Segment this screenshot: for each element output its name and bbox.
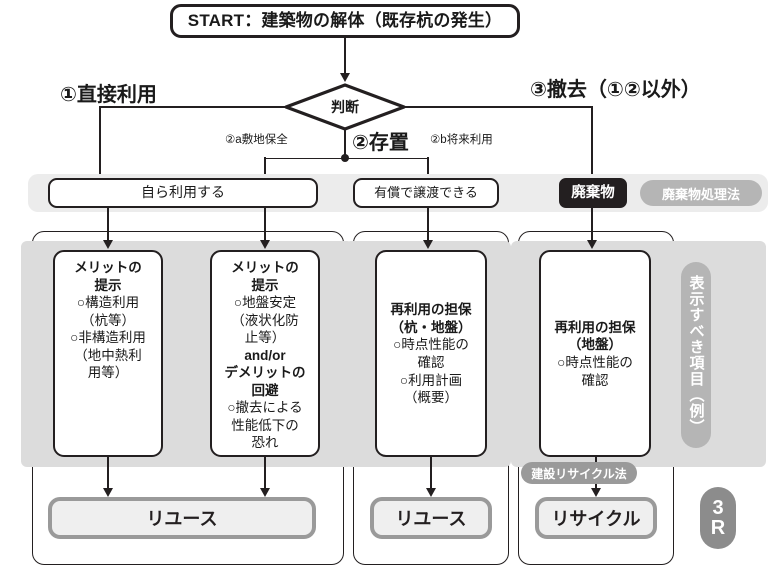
detail-2-line-6: 恐れ	[251, 435, 279, 451]
arrowhead-detail-1	[102, 240, 113, 249]
branch-label-site-preservation: ②a敷地保全	[225, 134, 288, 146]
detail-4-head-2: （地盤）	[568, 337, 622, 353]
connector-decision-right	[404, 106, 592, 108]
start-node: START：建築物の解体（既存杭の発生）	[170, 4, 520, 38]
detail-3-line-2: 確認	[417, 355, 445, 370]
detail-3-head-2: （杭・地盤）	[390, 319, 472, 335]
detail-2-line-2: （液状化防	[231, 312, 299, 328]
detail-2-head-2: 提示	[251, 277, 279, 293]
detail-2-line-3: 止等）	[244, 330, 286, 346]
decision-node: 判断	[283, 83, 407, 131]
detail-2-line-5: 性能低下の	[231, 417, 299, 433]
pill-waste-management-law: 廃棄物処理法	[640, 180, 762, 206]
connector-left-down	[99, 106, 101, 178]
badge-3r-line-1: 3	[712, 496, 724, 519]
connector-junction-right-down	[427, 157, 429, 178]
connector-detail3-to-output	[430, 457, 432, 490]
arrowhead-detail-3	[422, 240, 433, 249]
connector-to-detail-2	[264, 208, 266, 242]
arrowhead-output-1a	[102, 488, 113, 497]
connector-junction-split	[264, 157, 428, 160]
detail-2-head-1: メリットの	[231, 260, 299, 275]
decision-label: 判断	[331, 99, 359, 115]
arrowhead-output-1b	[259, 488, 270, 497]
detail-1-line-2: （杭等）	[81, 312, 135, 328]
detail-2-line-1: ○地盤安定	[233, 295, 297, 311]
detail-3-head-1: 再利用の担保	[390, 302, 472, 318]
connector-detail1-to-output	[107, 457, 109, 490]
output-reuse-1: リユース	[48, 497, 316, 539]
connector-to-detail-4	[591, 208, 593, 242]
branch-label-direct-use: ①直接利用	[60, 84, 157, 106]
detail-box-merit-direct: メリットの 提示 ○構造利用 （杭等） ○非構造利用 （地中熱利 用等）	[53, 250, 163, 457]
detail-box-merit-demerit: メリットの 提示 ○地盤安定 （液状化防 止等） and/or デメリットの 回…	[210, 250, 320, 457]
detail-1-line-1: ○構造利用	[76, 295, 140, 311]
connector-detail4-to-law	[595, 457, 597, 464]
detail-4-line-2: 確認	[581, 372, 609, 388]
connector-decision-left	[100, 106, 286, 108]
connector-start-to-decision	[344, 38, 346, 74]
detail-1-line-4: （地中熱利	[74, 347, 142, 363]
branch-label-removal: ③撤去（①②以外）	[530, 79, 701, 101]
output-recycle: リサイクル	[535, 497, 657, 539]
arrowhead-output-2	[425, 488, 436, 497]
output-reuse-2: リユース	[370, 497, 492, 539]
detail-3-line-1: ○時点性能の	[393, 337, 469, 353]
detail-box-reuse-guarantee-pile-ground: 再利用の担保 （杭・地盤） ○時点性能の 確認 ○利用計画 （概要）	[375, 250, 487, 457]
detail-3-line-3: ○利用計画	[399, 372, 463, 388]
vertical-label-items-to-display: 表示すべき項目（例）	[681, 262, 711, 448]
arrowhead-to-decision	[339, 73, 350, 82]
connector-junction-left-down	[264, 157, 266, 178]
arrowhead-output-3	[590, 488, 601, 497]
node-transfer-paid: 有償で譲渡できる	[353, 178, 499, 208]
arrowhead-detail-4	[586, 240, 597, 249]
vertical-label-text: 表示すべき項目（例）	[687, 275, 705, 435]
detail-2-andor: and/or	[244, 347, 286, 363]
node-waste: 廃棄物	[559, 178, 627, 208]
connector-right-down	[591, 106, 593, 178]
detail-1-line-3: ○非構造利用	[70, 330, 146, 346]
badge-3r: 3 R	[700, 487, 736, 549]
detail-4-line-1: ○時点性能の	[557, 355, 633, 370]
node-use-self: 自ら利用する	[48, 178, 318, 208]
connector-decision-down	[344, 129, 346, 158]
connector-to-detail-3	[427, 208, 429, 242]
detail-1-line-5: 用等）	[87, 365, 129, 381]
branch-label-future-use: ②b将来利用	[430, 134, 493, 146]
connector-detail2-to-output	[264, 457, 266, 490]
detail-1-head-1: メリットの	[74, 260, 142, 275]
detail-2-head-3: デメリットの	[224, 365, 306, 381]
detail-2-line-4: ○撤去による	[227, 400, 303, 416]
connector-to-detail-1	[107, 208, 109, 242]
branch-label-retention: ②存置	[352, 132, 409, 154]
detail-1-head-2: 提示	[94, 277, 122, 293]
detail-4-head-1: 再利用の担保	[554, 319, 636, 335]
detail-2-head-4: 回避	[251, 382, 279, 398]
badge-3r-line-2: R	[710, 517, 726, 539]
pill-construction-recycling-law: 建設リサイクル法	[521, 462, 637, 484]
detail-box-reuse-guarantee-ground: 再利用の担保 （地盤） ○時点性能の 確認	[539, 250, 651, 457]
arrowhead-detail-2	[259, 240, 270, 249]
detail-3-line-4: （概要）	[404, 390, 458, 406]
